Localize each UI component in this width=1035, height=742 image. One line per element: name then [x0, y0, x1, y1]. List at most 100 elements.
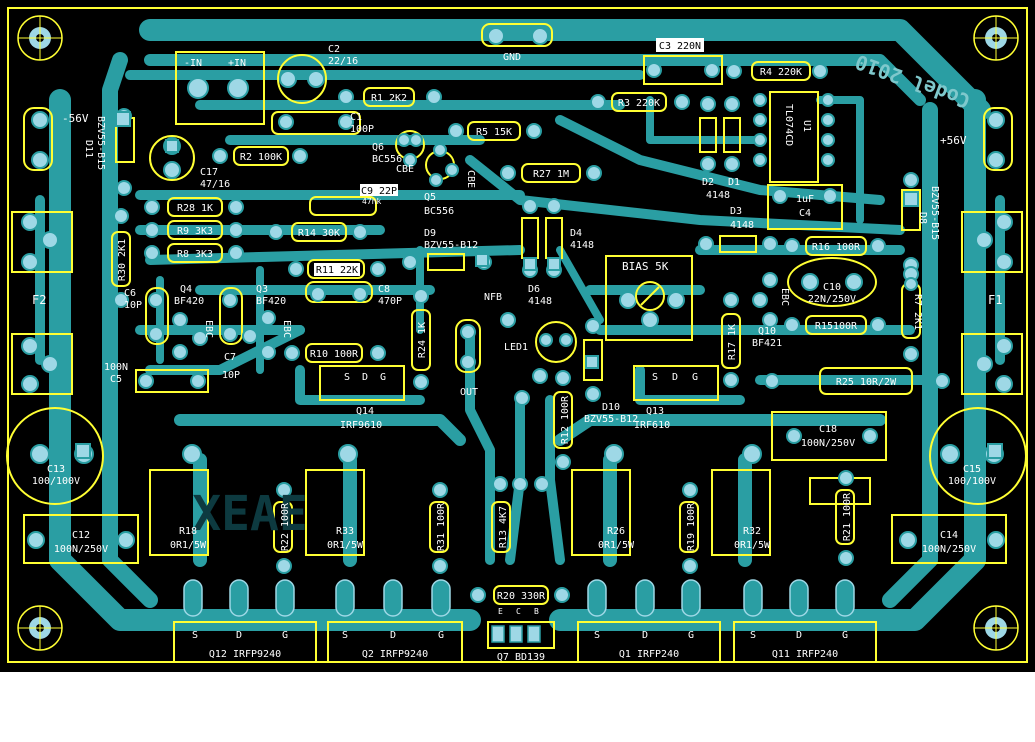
c3-label: C3 220N	[659, 41, 701, 52]
u1-part: TL074CD	[783, 104, 794, 146]
c17-label: C17	[200, 167, 218, 178]
q1-label: Q1 IRFP240	[619, 649, 679, 660]
c4-value: 1uF	[796, 194, 814, 205]
resistor-bodies	[111, 61, 921, 605]
q7-c: C	[516, 607, 521, 616]
copper-traces	[35, 19, 1005, 631]
q1-g: G	[688, 630, 694, 641]
r26-label: R26	[607, 526, 625, 537]
c2-label: C2	[328, 44, 340, 55]
c13-label: C13	[47, 464, 65, 475]
c2-value: 22/16	[328, 56, 358, 67]
r13-label: R13 4K7	[498, 506, 509, 548]
mounting-hole	[17, 15, 63, 61]
c6-value: 10P	[124, 300, 142, 311]
label-led1: LED1	[504, 342, 528, 353]
c15-label: C15	[963, 464, 981, 475]
c14-value: 100N/250V	[922, 544, 976, 555]
pcb-board: XEAE GND -56V +56V NFB OUT LED1 BIAS 5K …	[0, 0, 1035, 672]
d3-label: D3	[730, 206, 742, 217]
r22-label: R22 100R	[280, 502, 291, 551]
q11-s: S	[750, 630, 756, 641]
c13-value: 100/100V	[32, 476, 80, 487]
q14-type: IRF9610	[340, 420, 382, 431]
r4-label: R4 220K	[760, 67, 802, 78]
label-f1: F1	[988, 293, 1002, 307]
r14-label: R14 30K	[298, 228, 340, 239]
q4-label: Q4	[180, 284, 192, 295]
q13-d: D	[672, 372, 678, 383]
r18-label: R18	[179, 526, 197, 537]
q2-d: D	[390, 630, 396, 641]
q11-g: G	[842, 630, 848, 641]
r28-label: R28 1K	[177, 203, 213, 214]
c6-label: C6	[124, 288, 136, 299]
mounting-hole	[973, 605, 1019, 651]
d2-type: 4148	[706, 190, 730, 201]
r30-label: R30 2K1	[117, 239, 128, 281]
q1-d: D	[642, 630, 648, 641]
c18-label: C18	[819, 424, 837, 435]
q6-pins: CBE	[396, 164, 414, 175]
q3-label: Q3	[256, 284, 268, 295]
square-pads	[75, 111, 1003, 459]
r11-label: R11 22K	[316, 265, 358, 276]
q7-pads	[491, 625, 541, 643]
label-in-plus: +IN	[228, 58, 246, 69]
q11-label: Q11 IRFP240	[772, 649, 838, 660]
c5-value: 100N	[104, 362, 128, 373]
r8-label: R8 3K3	[177, 249, 213, 260]
r33-value: 0R1/5W	[327, 540, 364, 551]
q7-label: Q7 BD139	[497, 652, 545, 663]
r10-label: R10 100R	[310, 349, 359, 360]
label-pos56: +56V	[940, 134, 967, 147]
d11-type: BZV55-B15	[95, 116, 106, 170]
q14-s: S	[344, 372, 350, 383]
label-f2: F2	[32, 293, 46, 307]
label-nfb: NFB	[484, 292, 502, 303]
c8-label: C8	[378, 284, 390, 295]
q13-g: G	[692, 372, 698, 383]
label-bias: BIAS 5K	[622, 260, 669, 273]
q10-label: Q10	[758, 326, 776, 337]
d6-label: D6	[528, 284, 540, 295]
r2-label: R2 100K	[240, 152, 282, 163]
r7-label: R7 2K1	[912, 294, 923, 330]
r5-label: R5 15K	[476, 127, 512, 138]
q4-pins: EBC	[203, 320, 214, 338]
r11-mark: R11 22K	[314, 263, 360, 276]
label-gnd: GND	[503, 52, 521, 63]
r31-label: R31 100R	[436, 502, 447, 551]
q6-type: BC556	[372, 154, 402, 165]
d9-type: BZV55-B12	[424, 240, 478, 251]
r1-label: R1 2K2	[371, 93, 407, 104]
q13-type: IRF610	[634, 420, 670, 431]
mounting-hole	[17, 605, 63, 651]
c10-label: C10	[823, 282, 841, 293]
label-in-minus: -IN	[184, 58, 202, 69]
c18-value: 100N/250V	[801, 438, 855, 449]
q14-label: Q14	[356, 406, 374, 417]
c5-label: C5	[110, 374, 122, 385]
q6-label: Q6	[372, 142, 384, 153]
d10-label: D10	[602, 402, 620, 413]
mounting-hole	[973, 15, 1019, 61]
q10-type: BF421	[752, 338, 782, 349]
label-out: OUT	[460, 387, 478, 398]
q5-pins: CBE	[465, 170, 476, 188]
q7-e: E	[498, 607, 503, 616]
c1-value: 100P	[350, 124, 374, 135]
r19-label: R19 100R	[686, 502, 697, 551]
r15-label: R15100R	[815, 321, 858, 332]
r16-label: R16 100R	[812, 242, 861, 253]
c9-label: C9 22P	[361, 186, 397, 197]
r9-label: R9 3K3	[177, 226, 213, 237]
r20-label: R20 330R	[497, 591, 546, 602]
q11-d: D	[796, 630, 802, 641]
c12-value: 100N/250V	[54, 544, 108, 555]
d1-label: D1	[728, 177, 740, 188]
r27-label: R27 1M	[533, 169, 569, 180]
d4-label: D4	[570, 228, 582, 239]
q3-type: BF420	[256, 296, 286, 307]
r25-label: R25 10R/2W	[836, 377, 897, 388]
